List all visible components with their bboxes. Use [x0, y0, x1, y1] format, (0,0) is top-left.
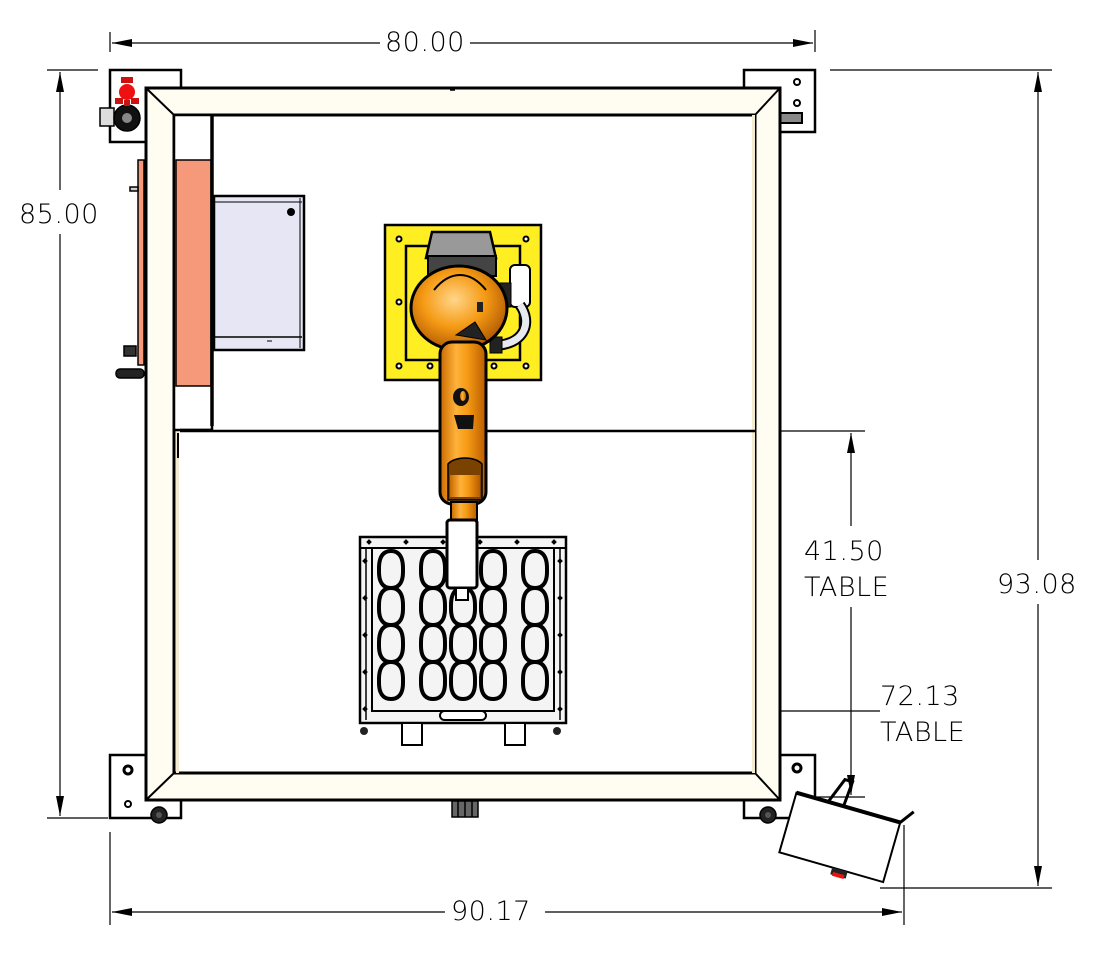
robot-tool-overlay [445, 518, 479, 601]
part-nests [376, 548, 550, 702]
dim-table-horizontal: 72.13 TABLE [880, 679, 965, 752]
estop-icon [99, 77, 141, 132]
operator-pendant [778, 777, 915, 884]
dim-overall-bottom-width: 90.17 [449, 896, 533, 927]
dim-table-vertical-label: TABLE [804, 572, 890, 604]
dim-overall-right-height: 93.08 [995, 569, 1079, 600]
control-box [212, 194, 306, 352]
dim-table-vertical: 41.50 TABLE [804, 534, 889, 607]
electrical-enclosure [172, 113, 214, 432]
dim-overall-left-height: 85.00 [17, 199, 101, 230]
caster-wheels [150, 800, 777, 824]
dim-overall-top-width: 80.00 [382, 29, 468, 56]
left-side-panel [115, 159, 145, 379]
dim-table-vertical-value: 41.50 [804, 536, 884, 567]
dim-table-horizontal-label: TABLE [880, 717, 966, 749]
dim-table-horizontal-value: 72.13 [880, 681, 960, 712]
